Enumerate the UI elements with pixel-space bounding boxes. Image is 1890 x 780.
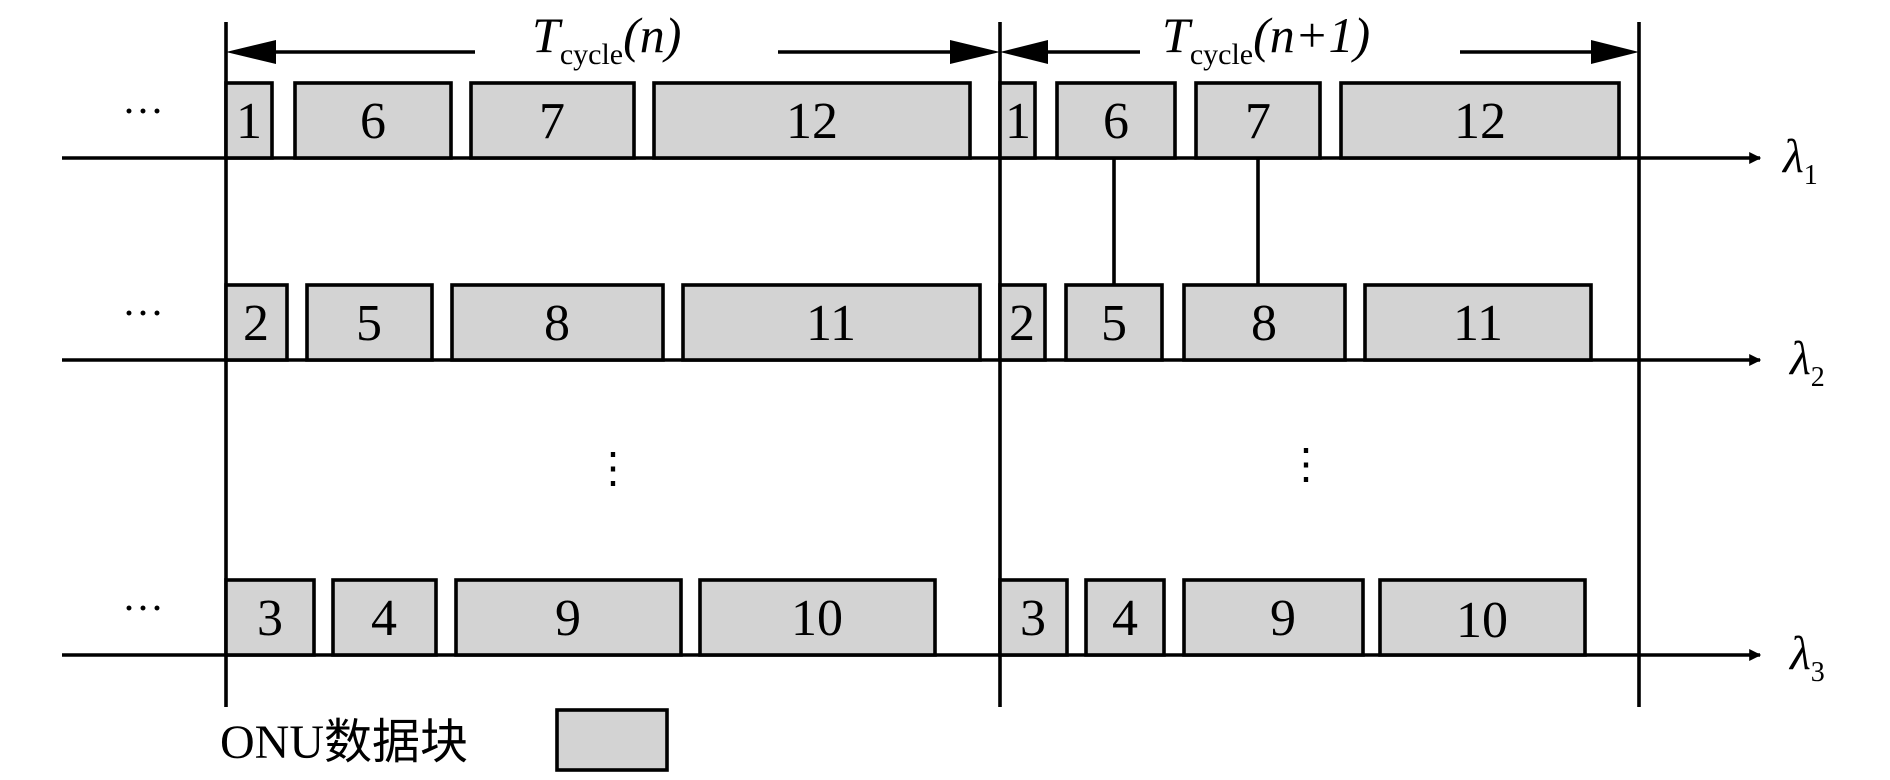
row-1-block-label: 12 [786, 93, 838, 150]
row-1-next-block-12 [1339, 81, 1621, 160]
row-3-block-label: 9 [555, 590, 581, 647]
row-3-leading-ellipsis: ··· [122, 586, 164, 632]
row-1-block-label: 1 [236, 93, 262, 150]
row-3-block-4 [331, 578, 438, 657]
row-2-block-label: 11 [806, 295, 856, 352]
cycle-n1-arrow-left-head [1000, 40, 1048, 64]
row-3-next-block-label: 4 [1112, 590, 1138, 647]
row-2-next-block-label: 5 [1101, 295, 1127, 352]
cycle-n1-arrow-right-head [1591, 40, 1639, 64]
row-1-next-block-1 [998, 81, 1037, 160]
row-3-block-10 [698, 578, 937, 657]
cycle-n-arrow-left-head [226, 40, 276, 64]
row-2-next-block-label: 11 [1453, 295, 1503, 352]
wavelength-label-2: λ2 [1788, 332, 1825, 393]
row-2-next-block-11 [1363, 283, 1593, 362]
row-3-next-block-10 [1378, 578, 1587, 657]
vertical-ellipsis-cycle-n1: ⋮ [1285, 442, 1327, 488]
row-3-next-block-3 [998, 578, 1069, 657]
row-3-block-9 [454, 578, 683, 657]
row-3-next-block-4 [1084, 578, 1166, 657]
row-3-block-label: 3 [257, 590, 283, 647]
cycle-n1-label: Tcycle(n+1) [1162, 7, 1370, 71]
row-3-block-3 [224, 578, 316, 657]
row-2-next-block-label: 2 [1009, 295, 1035, 352]
row-1-next-block-7 [1194, 81, 1322, 160]
row-1-next-block-label: 7 [1245, 93, 1271, 150]
row-1-block-label: 7 [539, 93, 565, 150]
row-2-block-2 [224, 283, 289, 362]
row-1-block-1 [224, 81, 274, 160]
row-2-leading-ellipsis: ··· [122, 291, 164, 337]
row-2-next-block-8 [1182, 283, 1347, 362]
cycle-n-label: Tcycle(n) [532, 7, 681, 71]
row-2-block-label: 5 [356, 295, 382, 352]
row-1-next-block-6 [1055, 81, 1177, 160]
row-2-next-block-label: 8 [1251, 295, 1277, 352]
cycle-n-arrow-right-head [950, 40, 1000, 64]
wavelength-label-3: λ3 [1788, 627, 1825, 688]
row-2-block-11 [681, 283, 982, 362]
row-3-next-block-label: 3 [1020, 590, 1046, 647]
row-1-block-12 [652, 81, 972, 160]
row-1-next-block-label: 12 [1454, 93, 1506, 150]
row-3-block-label: 4 [371, 590, 397, 647]
row-3-next-block-label: 9 [1270, 590, 1296, 647]
row-1-block-6 [293, 81, 453, 160]
wavelength-label-1: λ1 [1781, 130, 1818, 191]
row-1-next-block-label: 6 [1103, 93, 1129, 150]
row-1-block-label: 6 [360, 93, 386, 150]
row-2-block-label: 8 [544, 295, 570, 352]
row-1-block-7 [469, 81, 636, 160]
row-2-block-8 [450, 283, 665, 362]
row-3-block-label: 10 [791, 590, 843, 647]
row-2-next-block-5 [1064, 283, 1164, 362]
row-1-next-block-label: 1 [1005, 93, 1031, 150]
row-2-block-label: 2 [243, 295, 269, 352]
row-2-next-block-2 [998, 283, 1047, 362]
row-3-next-block-label: 10 [1456, 592, 1508, 649]
row-2-block-5 [305, 283, 434, 362]
legend-label: ONU数据块 [220, 716, 468, 769]
vertical-ellipsis-cycle-n: ⋮ [592, 446, 634, 492]
row-1-leading-ellipsis: ··· [122, 89, 164, 135]
row-3-next-block-9 [1182, 578, 1365, 657]
legend-swatch [555, 708, 669, 772]
